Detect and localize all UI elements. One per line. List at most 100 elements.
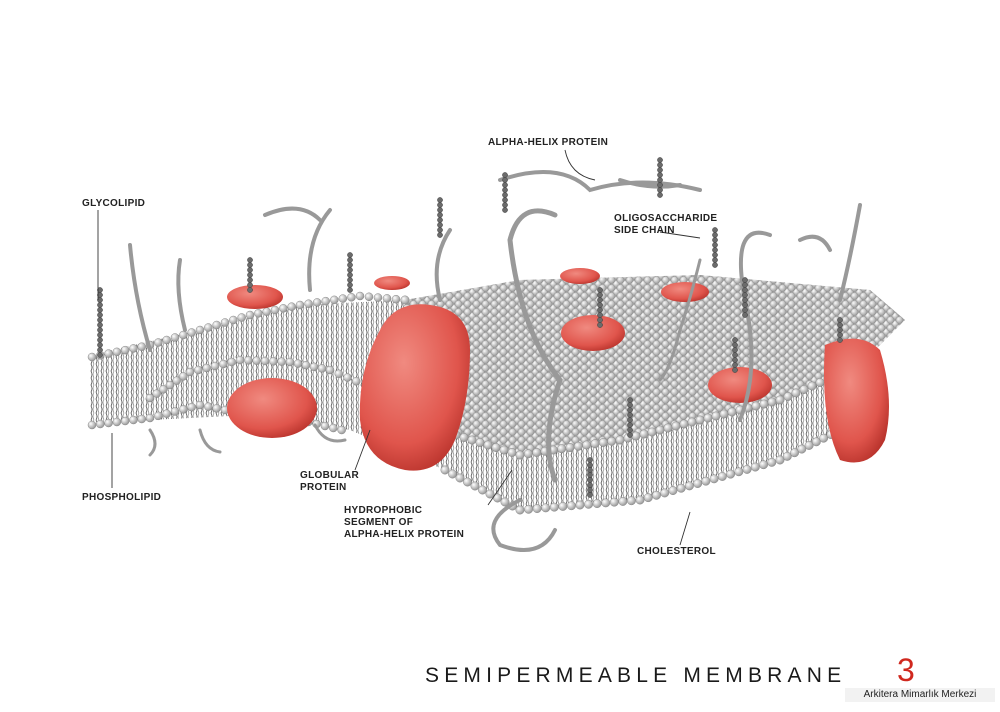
lipid-head bbox=[693, 479, 703, 488]
lipid-head bbox=[790, 448, 799, 458]
lipid-head bbox=[152, 389, 161, 398]
helix-chain bbox=[798, 234, 832, 252]
lipid-head bbox=[165, 380, 175, 390]
helix-chain bbox=[618, 178, 682, 189]
lipid-head bbox=[655, 425, 665, 435]
lipid-head bbox=[799, 385, 809, 394]
lipid-head bbox=[668, 486, 678, 496]
helix-chain bbox=[263, 206, 322, 222]
lipid-head bbox=[293, 359, 303, 368]
sugar-bead bbox=[712, 247, 718, 253]
lipid-head bbox=[626, 496, 636, 506]
lipid-head bbox=[631, 431, 641, 441]
lipid-head bbox=[676, 483, 686, 493]
lipid-head bbox=[643, 493, 653, 503]
lipid-head bbox=[500, 497, 510, 507]
lipid-head bbox=[703, 413, 713, 423]
proteins bbox=[227, 268, 889, 471]
helix-chain bbox=[307, 208, 332, 292]
lipid-head bbox=[719, 409, 729, 419]
lipid-head bbox=[104, 418, 113, 428]
lipid-head bbox=[584, 499, 594, 509]
sugar-bead bbox=[627, 407, 633, 413]
lipid-head bbox=[448, 469, 457, 479]
sugar-bead bbox=[437, 202, 443, 208]
lipid-head bbox=[470, 481, 480, 491]
lipid-head bbox=[170, 407, 180, 416]
sugar-bead bbox=[742, 282, 748, 288]
lipid-head bbox=[601, 498, 611, 508]
lipid-head bbox=[212, 320, 221, 330]
lipid-head bbox=[499, 445, 509, 455]
lipid-head bbox=[804, 441, 814, 450]
lipid-head bbox=[734, 467, 744, 477]
lipid-head bbox=[172, 376, 181, 385]
lipid-head bbox=[647, 427, 657, 437]
lipid-head bbox=[270, 305, 280, 315]
lipid-head bbox=[607, 436, 617, 446]
lipid-head bbox=[455, 473, 465, 483]
sugar-bead bbox=[347, 267, 353, 273]
sugar-bead bbox=[627, 412, 633, 418]
sugar-bead bbox=[732, 337, 738, 343]
sugar-bead bbox=[837, 337, 843, 343]
lipid-head bbox=[717, 472, 727, 481]
lipid-head bbox=[782, 451, 792, 461]
lipid-head bbox=[179, 330, 188, 340]
sugar-bead bbox=[437, 207, 443, 213]
lipid-head bbox=[463, 477, 472, 487]
lipid-head bbox=[334, 369, 343, 378]
lipid-head bbox=[104, 349, 113, 358]
lipid-head bbox=[684, 481, 694, 491]
lipid-head bbox=[179, 405, 188, 414]
helix-chain bbox=[198, 428, 222, 454]
sugar-bead bbox=[837, 322, 843, 328]
sugar-bead bbox=[97, 317, 103, 323]
sugar-bead bbox=[587, 482, 593, 488]
sugar-bead bbox=[97, 337, 103, 343]
surface-protein-3 bbox=[560, 268, 600, 284]
lipid-head bbox=[187, 328, 196, 337]
sugar-bead bbox=[732, 362, 738, 368]
lipid-head bbox=[775, 395, 785, 405]
slide-title: SEMIPERMEABLE MEMBRANE bbox=[425, 664, 847, 687]
lipid-head bbox=[566, 501, 576, 511]
sugar-bead bbox=[742, 312, 748, 318]
lipid-head bbox=[154, 411, 163, 421]
lipid-head bbox=[220, 318, 230, 327]
sugar-bead bbox=[97, 307, 103, 313]
lipid-head bbox=[330, 295, 339, 305]
globular-protein-large bbox=[359, 304, 470, 471]
sugar-bead bbox=[247, 282, 253, 288]
lipid-head bbox=[565, 443, 575, 452]
lipid-head bbox=[352, 377, 361, 386]
lipid-head bbox=[582, 440, 592, 450]
lipid-head bbox=[701, 476, 711, 486]
sugar-bead bbox=[742, 277, 748, 283]
lipid-head bbox=[775, 455, 785, 465]
sugar-bead bbox=[587, 467, 593, 473]
lipid-head bbox=[485, 489, 495, 499]
lipid-head bbox=[219, 359, 228, 369]
lipid-head bbox=[709, 474, 719, 484]
sugar-bead bbox=[732, 342, 738, 348]
lipid-head bbox=[609, 497, 619, 507]
sugar-bead bbox=[97, 322, 103, 328]
lipid-head bbox=[695, 415, 705, 425]
lipid-head bbox=[598, 438, 608, 447]
sugar-bead bbox=[437, 227, 443, 233]
lipid-head bbox=[532, 504, 542, 514]
label-oligosaccharide-side-chain: OLIGOSACCHARIDE SIDE CHAIN bbox=[614, 213, 718, 236]
lipid-head bbox=[373, 293, 383, 302]
lipid-head bbox=[819, 433, 829, 443]
sugar-bead bbox=[657, 177, 663, 183]
sugar-bead bbox=[587, 462, 593, 468]
sugar-bead bbox=[97, 302, 103, 308]
lipid-head bbox=[210, 361, 220, 371]
sugar-bead bbox=[837, 332, 843, 338]
lipid-head bbox=[320, 421, 330, 431]
lipid-head bbox=[467, 435, 477, 445]
sugar-bead bbox=[657, 157, 663, 163]
sugar-bead bbox=[347, 262, 353, 268]
